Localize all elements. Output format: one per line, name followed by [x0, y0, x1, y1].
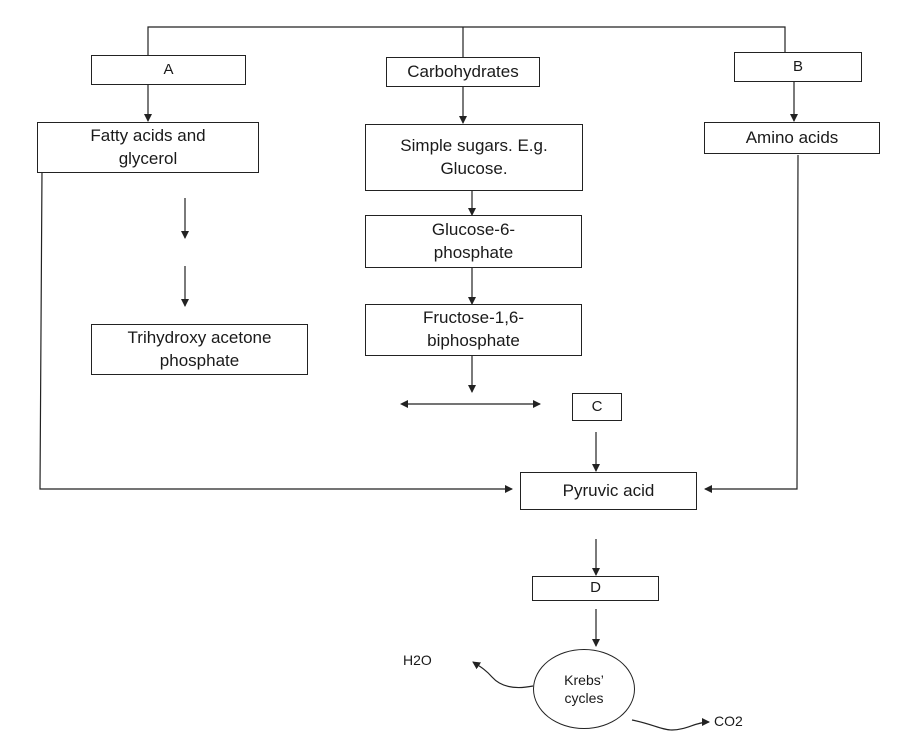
label-co2: CO2: [714, 713, 743, 729]
node-pyruvic-acid-label: Pyruvic acid: [562, 480, 655, 500]
node-carbohydrates: Carbohydrates: [386, 57, 540, 87]
node-carbohydrates-label: Carbohydrates: [407, 61, 519, 81]
node-trihydroxy-acetone-phosphate: Trihydroxy acetone phosphate: [91, 324, 308, 375]
arrow-krebs-to-h2o: [472, 661, 534, 689]
top-connector-line: [147, 26, 786, 55]
node-b-label: B: [792, 57, 803, 75]
arrow-fatty-acids-to-pyruvic: [39, 169, 513, 493]
node-fatty-acids: Fatty acids and glycerol: [37, 122, 259, 173]
node-fructose-biphosphate: Fructose-1,6- biphosphate: [365, 304, 582, 356]
arrow-krebs-to-co2: [631, 718, 710, 731]
arrow-amino-acids-to-pyruvic: [704, 154, 799, 493]
node-glucose-6-phosphate: Glucose-6- phosphate: [365, 215, 582, 268]
node-c-label: C: [591, 397, 603, 415]
node-simple-sugars-label: Simple sugars. E.g. Glucose.: [400, 135, 548, 178]
node-krebs-cycles-label: Krebs’ cycles: [564, 671, 604, 706]
node-fatty-acids-label: Fatty acids and glycerol: [90, 125, 206, 168]
node-pyruvic-acid: Pyruvic acid: [520, 472, 697, 510]
node-c: C: [572, 393, 622, 421]
node-trihydroxy-label: Trihydroxy acetone phosphate: [127, 327, 272, 370]
node-a-label: A: [163, 60, 174, 78]
node-amino-acids-label: Amino acids: [745, 127, 839, 147]
node-a: A: [91, 55, 246, 85]
node-krebs-cycles: Krebs’ cycles: [533, 649, 635, 729]
node-amino-acids: Amino acids: [704, 122, 880, 154]
node-fructose-biphosphate-label: Fructose-1,6- biphosphate: [422, 308, 525, 350]
node-simple-sugars: Simple sugars. E.g. Glucose.: [365, 124, 583, 191]
node-d: D: [532, 576, 659, 601]
node-b: B: [734, 52, 862, 82]
label-h2o: H2O: [403, 652, 432, 668]
node-d-label: D: [590, 579, 601, 597]
node-glucose-6-phosphate-label: Glucose-6- phosphate: [431, 219, 516, 262]
